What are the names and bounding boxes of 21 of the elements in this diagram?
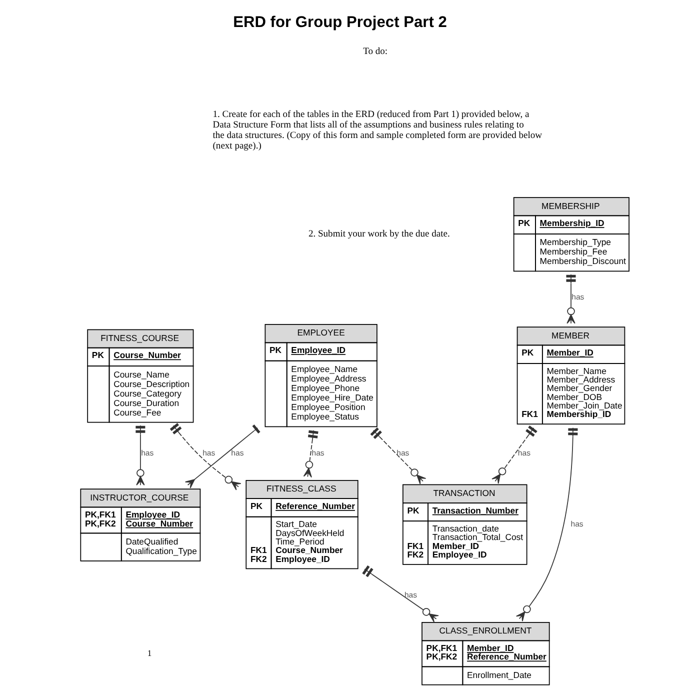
diagram-title: ERD for Group Project Part 2 bbox=[233, 14, 447, 31]
label: To do: bbox=[363, 46, 388, 57]
edge-label: has bbox=[396, 448, 410, 458]
connector bbox=[303, 430, 318, 478]
connector bbox=[492, 426, 538, 484]
connector bbox=[362, 565, 439, 622]
connector bbox=[184, 424, 260, 488]
edge-label: has bbox=[518, 448, 530, 458]
edge-label: has bbox=[572, 292, 584, 302]
edge-label: has bbox=[404, 590, 417, 600]
edge-label: has bbox=[231, 448, 244, 458]
connector bbox=[566, 274, 576, 324]
edge-label: has bbox=[202, 448, 216, 458]
label: 2. Submit your work by the due date. bbox=[308, 229, 450, 240]
edge-label: has bbox=[312, 448, 324, 458]
label: 1. Create for each of the tables in the ERD (reduced from Part 1) provided below, a Data Structure Form that lists all of the assumptions and business rules relating to the data structures. (Copy of this form and sample completed form are provided below (next page).) bbox=[212, 110, 542, 152]
edge-label: has bbox=[141, 448, 154, 458]
label: 1 bbox=[147, 648, 152, 658]
connector bbox=[370, 427, 426, 484]
edge-label: has bbox=[570, 519, 584, 528]
connector bbox=[170, 423, 242, 490]
